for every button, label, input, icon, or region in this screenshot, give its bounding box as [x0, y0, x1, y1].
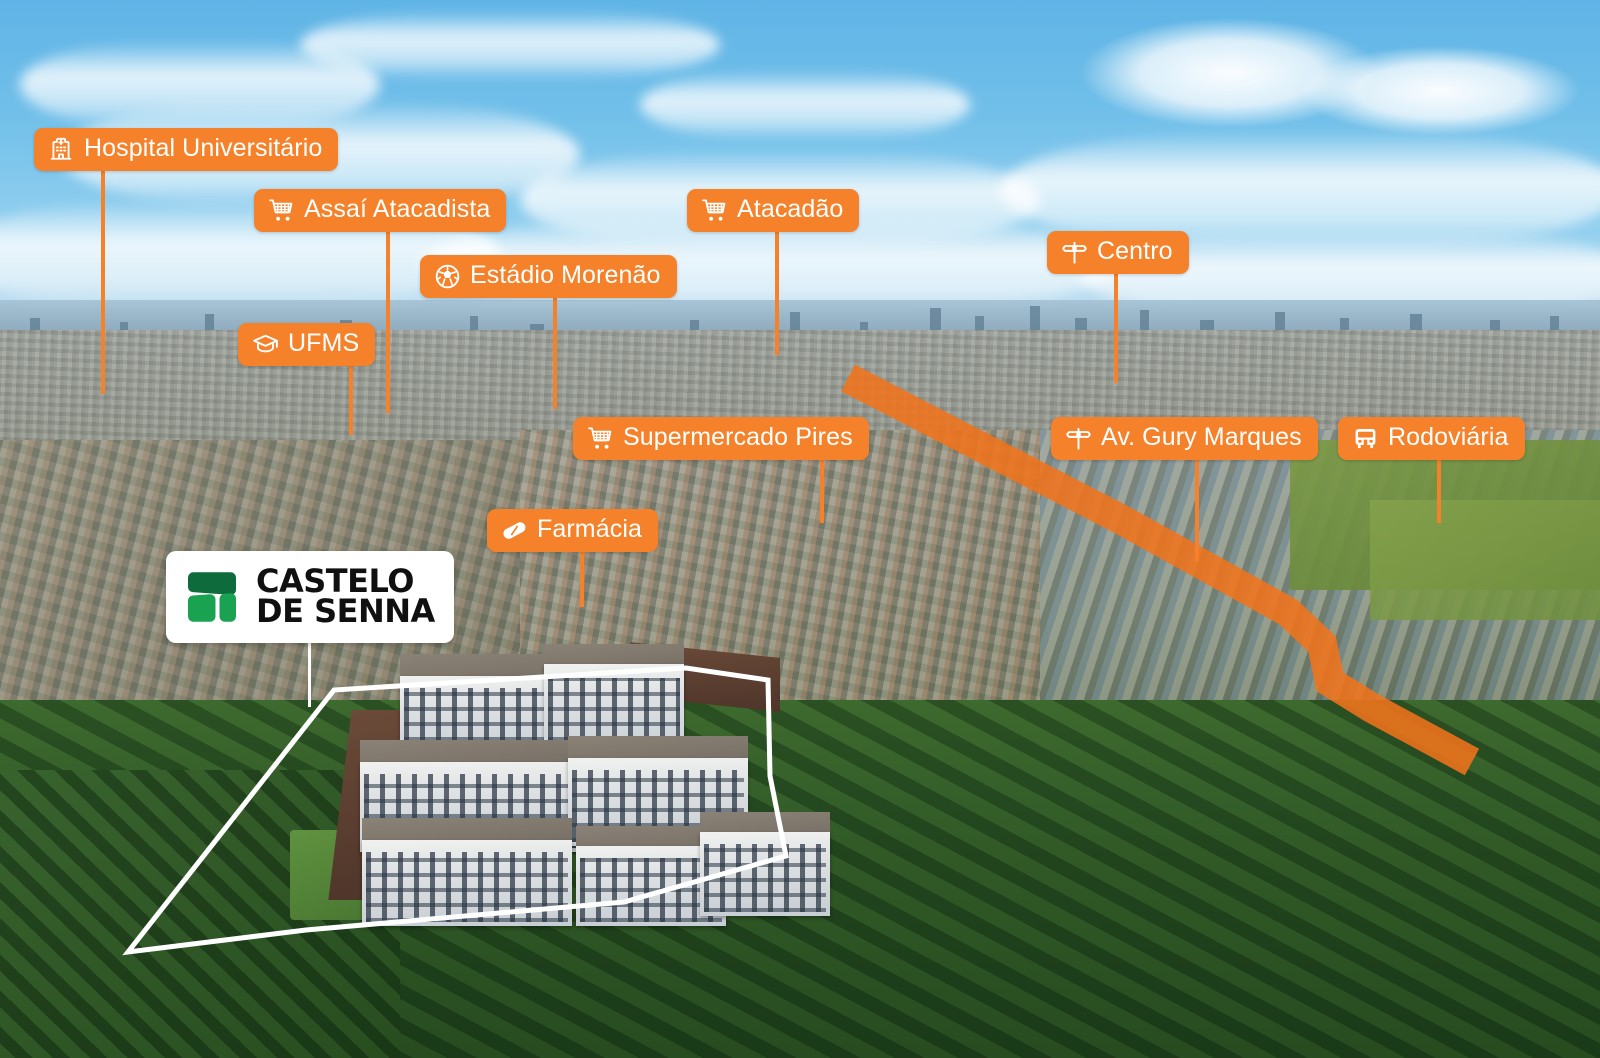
stem-supermercado-pires	[820, 459, 824, 523]
marker-pill[interactable]: Farmácia	[487, 509, 658, 552]
cloud	[640, 70, 970, 140]
marker-label: Hospital Universitário	[84, 133, 323, 162]
marker-label: Farmácia	[537, 514, 642, 543]
marker-av-gury-marques[interactable]: Av. Gury Marques	[1051, 417, 1318, 460]
marker-label: Centro	[1097, 236, 1173, 265]
castelo-de-senna-logo-mark	[182, 567, 242, 627]
green-field-right-lower	[1370, 500, 1600, 620]
stem-centro	[1114, 273, 1118, 383]
marker-hospital-universitario[interactable]: Hospital Universitário	[34, 128, 339, 171]
shopping-cart-icon	[700, 196, 728, 224]
stem-rodoviaria	[1437, 459, 1441, 523]
logo-shape-bottom-right	[219, 593, 236, 622]
cloud	[1300, 46, 1580, 136]
marker-label: Estádio Morenão	[470, 260, 661, 289]
logo-shape-bottom-left	[188, 594, 216, 622]
marker-estadio-morenao[interactable]: Estádio Morenão	[420, 255, 677, 298]
apartment-complex-render	[290, 640, 830, 926]
marker-pill[interactable]: Atacadão	[687, 189, 860, 232]
graduation-cap-icon	[251, 330, 279, 358]
marker-assai-atacadista[interactable]: Assaí Atacadista	[254, 189, 507, 232]
stem-ufms	[349, 365, 353, 435]
marker-atacadao[interactable]: Atacadão	[687, 189, 860, 232]
hospital-icon	[47, 135, 75, 163]
cloud	[300, 10, 720, 80]
stem-farmacia	[580, 551, 584, 607]
marker-pill[interactable]: Rodoviária	[1338, 417, 1525, 460]
stem-hospital-universitario	[101, 170, 105, 394]
marker-ufms[interactable]: UFMS	[238, 323, 376, 366]
marker-farmacia[interactable]: Farmácia	[487, 509, 658, 552]
marker-supermercado-pires[interactable]: Supermercado Pires	[573, 417, 869, 460]
brand-wordmark: CASTELO DE SENNA	[256, 562, 435, 630]
marker-pill[interactable]: Assaí Atacadista	[254, 189, 507, 232]
marker-pill[interactable]: Supermercado Pires	[573, 417, 869, 460]
shopping-cart-icon	[586, 424, 614, 452]
shopping-cart-icon	[267, 196, 295, 224]
pill-capsule-icon	[500, 516, 528, 544]
marker-label: UFMS	[288, 328, 360, 357]
marker-label: Supermercado Pires	[623, 422, 853, 451]
signpost-icon	[1060, 238, 1088, 266]
logo-shape-top	[187, 572, 236, 595]
marker-label: Av. Gury Marques	[1101, 422, 1302, 451]
stem-estadio-morenao	[553, 297, 557, 409]
signpost-icon	[1064, 424, 1092, 452]
bus-icon	[1351, 424, 1379, 452]
marker-pill[interactable]: Estádio Morenão	[420, 255, 677, 298]
marker-rodoviaria[interactable]: Rodoviária	[1338, 417, 1525, 460]
brand-logo-card[interactable]: CASTELO DE SENNA	[166, 551, 454, 643]
marker-pill[interactable]: Av. Gury Marques	[1051, 417, 1318, 460]
stem-av-gury-marques	[1195, 459, 1199, 561]
brand-stem	[308, 643, 311, 707]
stem-assai-atacadista	[386, 231, 390, 413]
soccer-ball-icon	[433, 262, 461, 290]
marker-pill[interactable]: UFMS	[238, 323, 376, 366]
brand-name-line-2: DE SENNA	[256, 592, 435, 630]
marker-label: Rodoviária	[1388, 422, 1509, 451]
marker-label: Atacadão	[737, 194, 844, 223]
brand-name-line-1: CASTELO	[256, 562, 414, 601]
stem-atacadao	[775, 231, 779, 355]
marker-pill[interactable]: Hospital Universitário	[34, 128, 339, 171]
marker-pill[interactable]: Centro	[1047, 231, 1189, 274]
marker-label: Assaí Atacadista	[304, 194, 491, 223]
marker-centro[interactable]: Centro	[1047, 231, 1189, 274]
